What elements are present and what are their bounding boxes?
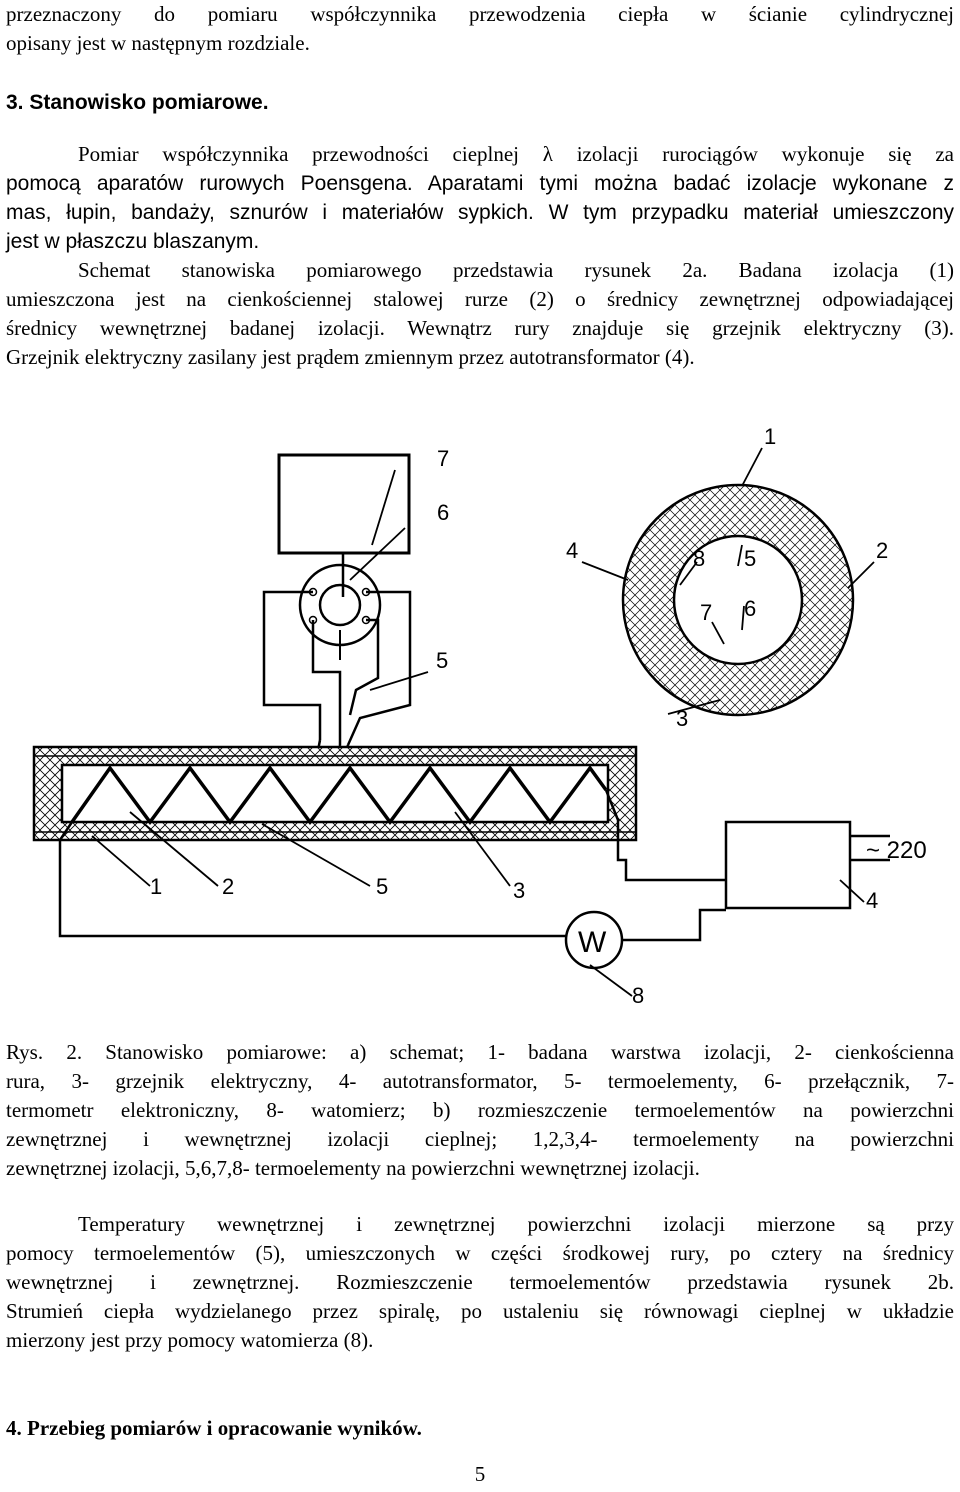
section3-paragraph-2: Schemat stanowiska pomiarowego przedstaw… xyxy=(6,256,954,372)
text-line: pomocy termoelementów (5), umieszczonych… xyxy=(6,1241,954,1265)
label-b-3: 3 xyxy=(676,706,688,731)
diagram-b: 1 4 8 5 2 7 6 3 xyxy=(566,424,888,731)
label-a-7: 7 xyxy=(437,446,449,471)
temperature-paragraph: Temperatury wewnętrznej i zewnętrznej po… xyxy=(6,1210,954,1355)
label-a-5: 5 xyxy=(376,874,388,899)
text-line: Schemat stanowiska pomiarowego przedstaw… xyxy=(78,258,954,282)
pipe xyxy=(60,763,610,824)
label-b-1: 1 xyxy=(764,424,776,449)
text-line: Grzejnik elektryczny zasilany jest prąde… xyxy=(6,345,695,369)
label-a-6: 6 xyxy=(437,500,449,525)
text-line: średnicy wewnętrznej badanej izolacji. W… xyxy=(6,316,954,340)
text-line: Strumień ciepła wydzielanego przez spira… xyxy=(6,1299,954,1323)
label-wattmeter: W xyxy=(578,926,607,959)
figure-caption: Rys. 2. Stanowisko pomiarowe: a) schemat… xyxy=(6,1038,954,1183)
page-number: 5 xyxy=(474,1462,486,1486)
thermometer-box xyxy=(277,453,411,555)
label-a-8: 8 xyxy=(632,983,644,1008)
section-heading-4: 4. Przebieg pomiarów i opracowanie wynik… xyxy=(6,1416,422,1440)
label-b-2: 2 xyxy=(876,538,888,563)
text-line: wewnętrznej i zewnętrznej. Rozmieszczeni… xyxy=(6,1270,954,1294)
label-b-5: 5 xyxy=(744,546,756,571)
text-line: mierzony jest przy pomocy watomierza (8)… xyxy=(6,1328,374,1352)
label-b-8: 8 xyxy=(693,546,705,571)
text-line: pomocą aparatów rurowych Poensgena. Apar… xyxy=(6,172,954,195)
label-b-4: 4 xyxy=(566,538,578,563)
label-a-4: 4 xyxy=(866,888,878,913)
text-line: umieszczona jest na cienkościennej stalo… xyxy=(6,287,954,311)
text-line: jest w płaszczu blaszanym. xyxy=(6,230,260,253)
label-a-3: 3 xyxy=(513,878,525,903)
autotransformer-box xyxy=(724,820,852,910)
label-supply: ~ 220 xyxy=(866,837,927,864)
label-a-2: 2 xyxy=(222,874,234,899)
label-b-7: 7 xyxy=(700,600,712,625)
text-line: opisany jest w następnym rozdziale. xyxy=(6,31,310,55)
label-a-5-top: 5 xyxy=(436,648,448,673)
section-heading-3: 3. Stanowisko pomiarowe. xyxy=(6,91,269,114)
caption-line: zewnętrznej i wewnętrznej izolacji ciepl… xyxy=(6,1127,954,1151)
caption-line: zewnętrznej izolacji, 5,6,7,8- termoelem… xyxy=(6,1156,700,1180)
label-b-6: 6 xyxy=(744,596,756,621)
switch-inner xyxy=(318,583,362,627)
text-line: mas, łupin, bandaży, sznurów i materiałó… xyxy=(6,201,954,224)
text-line: Pomiar współczynnika przewodności ciepln… xyxy=(78,142,954,166)
diagram-a: 7 6 5 1 2 5 3 W 8 ~ 220 4 xyxy=(32,446,927,1008)
caption-line: rura, 3- grzejnik elektryczny, 4- autotr… xyxy=(6,1069,954,1093)
label-a-1: 1 xyxy=(150,874,162,899)
intro-paragraph: przeznaczony do pomiaru współczynnika pr… xyxy=(6,0,954,58)
caption-line: Rys. 2. Stanowisko pomiarowe: a) schemat… xyxy=(6,1040,954,1064)
section3-paragraph-1: Pomiar współczynnika przewodności ciepln… xyxy=(6,140,954,256)
heater-spiral xyxy=(70,765,608,825)
text-line: przeznaczony do pomiaru współczynnika pr… xyxy=(6,2,954,26)
inner-pipe-circle xyxy=(672,534,804,666)
caption-line: termometr elektroniczny, 8- watomierz; b… xyxy=(6,1098,954,1122)
text-line: Temperatury wewnętrznej i zewnętrznej po… xyxy=(78,1212,954,1236)
